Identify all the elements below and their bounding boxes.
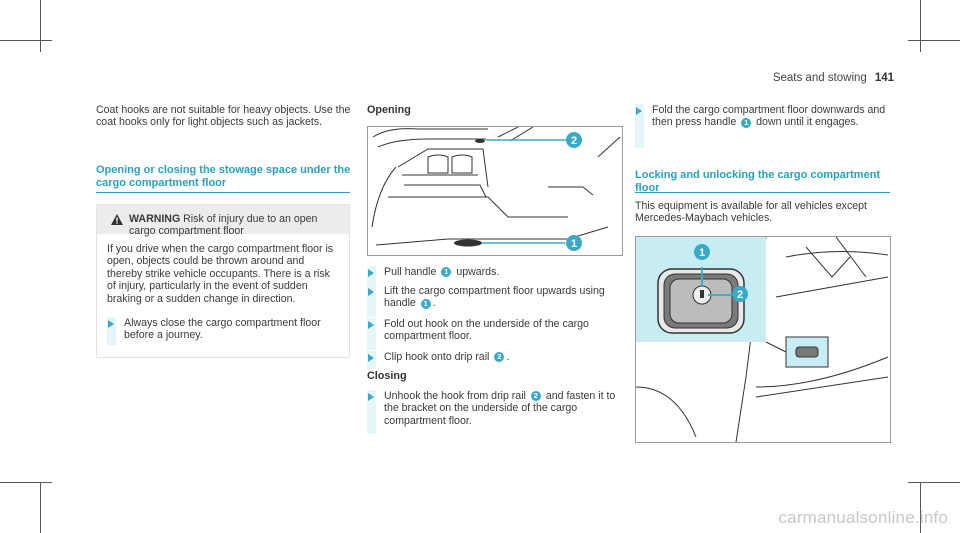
step-text: Fold out hook on the underside of the ca… xyxy=(384,318,589,343)
callout-2: 2 xyxy=(737,289,743,301)
warning-box: WARNING Risk of injury due to an open ca… xyxy=(96,204,350,358)
running-header: Seats and stowing 141 xyxy=(773,72,894,84)
step-fold-hook: Fold out hook on the underside of the ca… xyxy=(367,318,621,350)
equipment-text: This equipment is available for all vehi… xyxy=(635,200,868,225)
figure-lock-handle: 1 2 xyxy=(635,236,891,443)
step-text: Clip hook onto drip rail xyxy=(384,351,490,363)
callout-1: 1 xyxy=(699,247,705,259)
warning-label: WARNING xyxy=(129,213,181,225)
callout-2: 2 xyxy=(571,135,577,147)
crop-mark xyxy=(908,40,960,41)
step-text: . xyxy=(432,297,436,310)
crop-mark xyxy=(920,0,921,52)
badge-1: 1 xyxy=(420,298,431,309)
coat-hooks-text: Coat hooks are not suitable for heavy ob… xyxy=(96,104,351,129)
step-text: and fasten it to the bracket on the unde… xyxy=(384,390,616,427)
crop-mark xyxy=(920,482,921,533)
crop-mark xyxy=(40,482,41,533)
closing-heading: Closing xyxy=(367,370,407,382)
badge-2: 2 xyxy=(494,352,505,363)
step-pull-handle: Pull handle 1 upwards. xyxy=(367,266,621,290)
heading-rule xyxy=(635,192,890,193)
page-number: 141 xyxy=(874,72,894,84)
step-text: . xyxy=(506,351,510,363)
crop-mark xyxy=(908,482,960,483)
step-text: Lift the cargo compartment floor upwards… xyxy=(384,285,605,310)
section-title: Seats and stowing xyxy=(772,72,867,84)
step-lift-floor: Lift the cargo compartment floor upwards… xyxy=(367,285,621,317)
step-clip-hook: Clip hook onto drip rail 2. xyxy=(367,351,621,369)
warning-triangle-icon xyxy=(111,214,123,225)
step-unhook: Unhook the hook from drip rail 2 and fas… xyxy=(367,390,621,434)
step-text: upwards. xyxy=(456,266,500,278)
badge-2: 2 xyxy=(530,391,541,402)
crop-mark xyxy=(0,482,52,483)
crop-mark xyxy=(40,0,41,52)
cargo-compartment-illustration: 2 1 xyxy=(371,127,621,251)
figure-cargo-floor-handle: 2 1 xyxy=(367,126,623,256)
step-fold-down: Fold the cargo compartment floor downwar… xyxy=(635,104,891,148)
lock-handle-illustration: 1 2 xyxy=(636,237,889,442)
badge-1: 1 xyxy=(441,267,452,278)
opening-heading: Opening xyxy=(367,104,411,116)
section-heading-stowage: Opening or closing the stowage space und… xyxy=(96,164,351,189)
badge-1: 1 xyxy=(741,117,752,128)
section-heading-locking: Locking and unlocking the cargo compartm… xyxy=(635,169,881,194)
step-text: Unhook the hook from drip rail xyxy=(384,390,526,402)
step-text: down until it engages. xyxy=(756,116,859,129)
callout-1: 1 xyxy=(571,238,577,250)
heading-rule xyxy=(96,192,350,193)
warning-action: Always close the cargo compartment floor… xyxy=(124,317,321,342)
crop-mark xyxy=(0,40,52,41)
step-text: Fold the cargo compartment floor downwar… xyxy=(652,104,886,129)
warning-lead: Risk of injury due to an open cargo comp… xyxy=(129,213,318,238)
watermark: carmanualsonline.info xyxy=(778,508,948,527)
warning-body: If you drive when the cargo compartment … xyxy=(107,243,334,305)
step-text: Pull handle xyxy=(384,266,437,278)
